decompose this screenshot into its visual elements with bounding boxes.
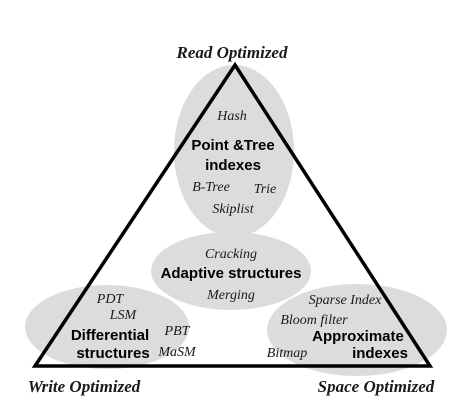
corner-label-read: Read Optimized xyxy=(176,43,288,62)
corner-label-space: Space Optimized xyxy=(318,377,435,396)
region-center-title: Adaptive structures xyxy=(161,265,302,282)
item-masm: MaSM xyxy=(157,345,197,360)
region-left-ellipse xyxy=(25,285,189,369)
item-lsm: LSM xyxy=(109,308,138,323)
corner-label-write: Write Optimized xyxy=(28,377,141,396)
item-pbt: PBT xyxy=(164,324,191,339)
item-trie: Trie xyxy=(254,182,277,197)
item-hash: Hash xyxy=(216,109,247,124)
item-skiplist: Skiplist xyxy=(212,202,254,217)
item-bloom-filter: Bloom filter xyxy=(280,313,348,328)
item-bitmap: Bitmap xyxy=(267,346,307,361)
region-left-title-line2: structures xyxy=(76,345,149,362)
item-merging: Merging xyxy=(206,288,255,303)
region-right-title-line1: Approximate xyxy=(312,328,404,345)
region-top-title-line1: Point &Tree xyxy=(191,137,274,154)
triangle-outline xyxy=(31,61,434,368)
region-right-title-line2: indexes xyxy=(352,345,408,362)
item-pdt: PDT xyxy=(96,292,125,307)
region-center-ellipse xyxy=(151,232,311,310)
region-right-ellipse xyxy=(267,284,447,376)
item-btree: B-Tree xyxy=(192,180,230,195)
region-top-title-line2: indexes xyxy=(205,157,261,174)
item-sparse-index: Sparse Index xyxy=(309,293,382,308)
item-cracking: Cracking xyxy=(205,247,257,262)
region-left-title-line1: Differential xyxy=(71,327,149,344)
